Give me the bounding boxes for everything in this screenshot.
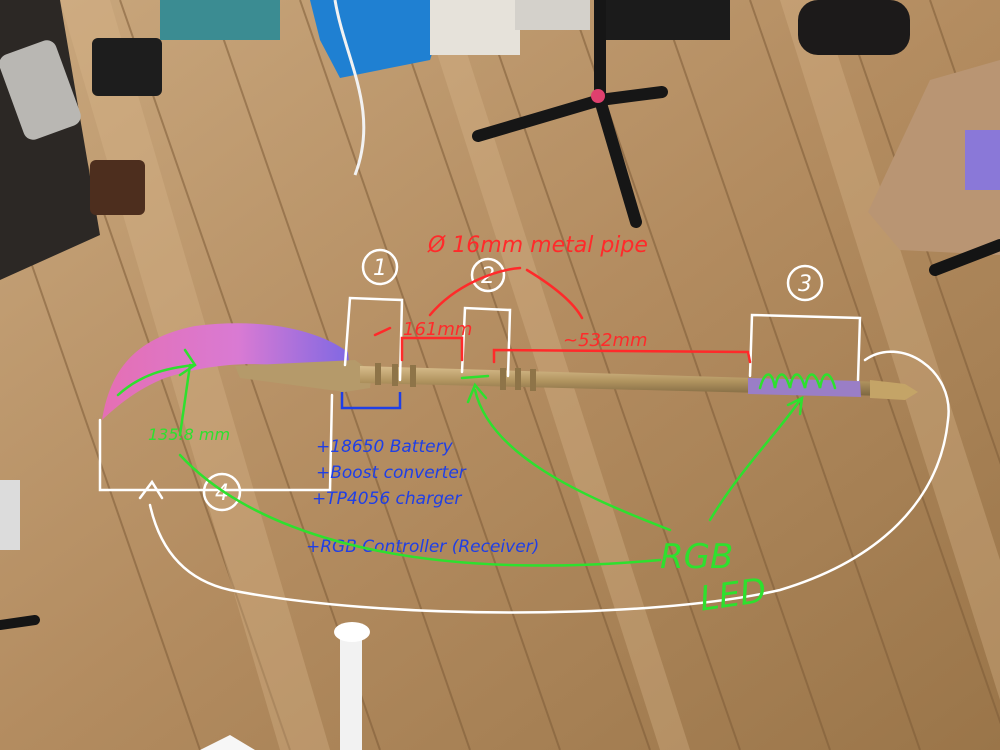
- section-4-circle: [202, 472, 242, 512]
- white-chair-base: [334, 622, 370, 642]
- rgb-led-label-line1: RGB: [660, 537, 733, 577]
- section-3-box: [748, 313, 862, 382]
- arrow-section-2: [466, 382, 488, 404]
- tripod: [472, 0, 668, 228]
- section-2-box: [460, 306, 512, 378]
- green-annotations: [116, 348, 837, 567]
- white-chair-seat: [200, 735, 255, 750]
- black-device: [600, 0, 730, 40]
- component-battery: +18650 Battery: [316, 437, 454, 457]
- blade-base: [235, 360, 372, 392]
- red-annotations: [373, 266, 752, 364]
- drill-battery: [90, 160, 145, 215]
- white-box: [430, 0, 520, 55]
- dim-532-bracket: [492, 348, 752, 364]
- tripod-ring: [591, 89, 605, 103]
- wire-to-section-2: [473, 388, 672, 532]
- blade-led-arrow: [178, 348, 197, 377]
- pipe-arc-left: [428, 266, 522, 317]
- section-3-circle: [786, 264, 824, 302]
- dim-135-line: [178, 363, 192, 437]
- pipe-label: Ø 16mm metal pipe: [427, 233, 648, 258]
- black-canister: [798, 0, 910, 55]
- shaft-led-marks: [460, 374, 490, 380]
- wire-to-section-3: [708, 398, 802, 522]
- component-boost: +Boost converter: [316, 463, 467, 483]
- battery-pack: [92, 38, 162, 96]
- blue-cloth: [310, 0, 450, 78]
- white-loop-outline: [98, 350, 950, 614]
- section-3-label: 3: [798, 272, 812, 297]
- dim-161-label: 161mm: [403, 319, 472, 340]
- white-annotations: [98, 248, 950, 614]
- component-rgb-controller: +RGB Controller (Receiver): [306, 537, 539, 557]
- white-bin-edge: [0, 480, 20, 550]
- blade-led-line: [116, 363, 197, 397]
- arrow-section-3: [786, 395, 804, 416]
- storage-case: [515, 0, 590, 30]
- power-drill: [0, 40, 81, 140]
- red-flag-mark: [373, 326, 392, 337]
- dim-161-bracket: [400, 336, 464, 362]
- paper-bag: [868, 60, 1000, 255]
- shaft-rings: [375, 363, 536, 391]
- dim-532-label: ~532mm: [563, 330, 648, 351]
- teal-bag: [160, 0, 280, 40]
- section-1-label: 1: [373, 256, 387, 281]
- pipe-arc-right: [525, 268, 584, 320]
- dim-135-label: 135.8 mm: [148, 425, 230, 444]
- black-cable-end: [0, 615, 40, 630]
- section-2-circle: [470, 257, 506, 293]
- black-rod: [929, 239, 1000, 276]
- rgb-led-label-line2: LED: [697, 571, 769, 620]
- glaive-tip: [870, 380, 918, 400]
- white-chair-leg: [340, 625, 362, 750]
- purple-box: [965, 130, 1000, 190]
- component-charger: +TP4056 charger: [312, 489, 462, 509]
- wire-to-controller: [178, 453, 662, 567]
- section-1-circle: [361, 248, 399, 286]
- electronics-bracket: [340, 392, 402, 410]
- glaive-blade: [102, 323, 350, 420]
- led-coil: [758, 373, 837, 390]
- white-cable: [333, 0, 366, 176]
